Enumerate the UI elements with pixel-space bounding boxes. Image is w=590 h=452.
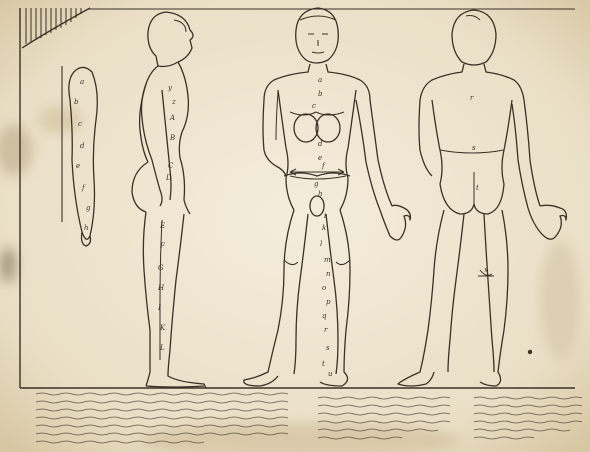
annotation-letter: m [324,256,331,264]
annotation-letter: I [157,304,161,312]
annotation-letter: a [80,78,84,86]
stray-mark [528,350,532,354]
annotation-letter: t [322,360,325,368]
annotation-letter: z [171,98,176,106]
annotation-letter: d [80,142,85,150]
annotation-letter: B [169,134,175,142]
annotation-letter: x [484,266,488,274]
annotation-letter: q [322,312,327,320]
annotation-letter: C [168,162,174,170]
annotation-letter: i [324,212,326,220]
annotation-letter: b [318,90,323,98]
annotation-letter: k [322,224,326,232]
annotation-letter: c [78,120,82,128]
annotation-letter: o [322,284,326,292]
annotation-letter: s [326,344,330,352]
annotation-letter: h [318,190,323,198]
annotation-letter: D [165,174,172,182]
annotation-letter: t [476,184,479,192]
annotation-letter: e [76,162,80,170]
annotation-letter: p [326,298,331,306]
annotation-letter: c [312,102,316,110]
annotation-letter: g [86,204,91,212]
annotation-letter: n [326,270,331,278]
annotation-letter: u [328,370,333,378]
annotation-letter: b [74,98,79,106]
annotation-letter: K [159,324,166,332]
annotation-letter: s [472,144,476,152]
annotation-letter: E [159,222,165,230]
annotation-letter: h [84,224,89,232]
annotation-letter: G [158,264,164,272]
annotation-letter: d [318,140,323,148]
annotation-letter: a [318,76,322,84]
annotation-letter: g [314,180,319,188]
annotation-letter: e [318,154,322,162]
annotation-letter: H [157,284,165,292]
annotation-letter: L [159,344,165,352]
annotation-letter: A [169,114,175,122]
annotation-letter: l [320,240,322,248]
